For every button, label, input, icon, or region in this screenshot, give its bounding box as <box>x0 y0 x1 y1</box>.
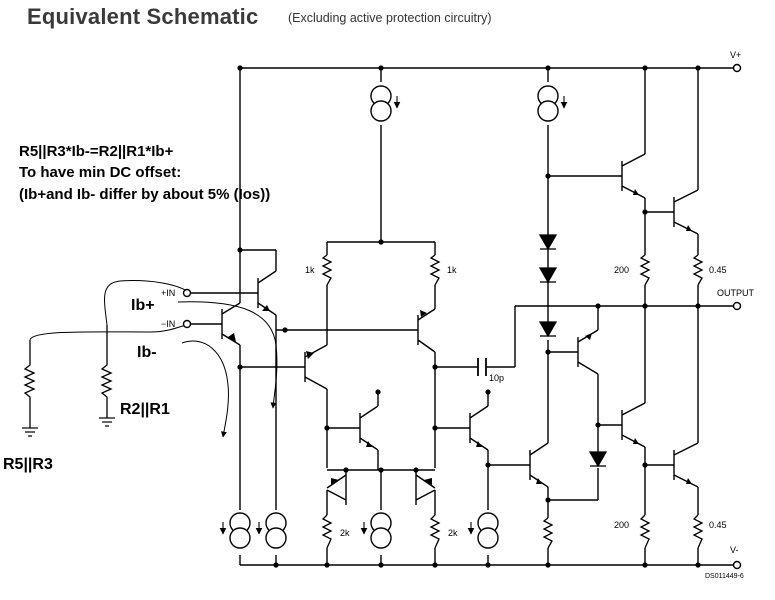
resistors <box>23 254 704 549</box>
label-ib-plus: Ib+ <box>131 297 155 314</box>
label-045-top: 0.45 <box>709 265 727 275</box>
current-sources <box>229 85 559 549</box>
annotation-line-3: (Ib+and Ib- differ by about 5% (Ios)) <box>19 186 271 203</box>
diodes <box>538 234 608 468</box>
label-vplus: V+ <box>730 50 741 60</box>
label-r2-r1: R2||R1 <box>120 401 170 418</box>
capacitor-10p <box>477 358 487 376</box>
terminals <box>182 63 742 570</box>
label-1k-right: 1k <box>447 265 457 275</box>
circuit-wires <box>190 67 733 566</box>
label-1k-left: 1k <box>305 265 315 275</box>
annotation-line-2: To have min DC offset: <box>19 164 182 181</box>
component-labels: V+ V- OUTPUT +IN −IN 1k 1k 200 0.45 200 … <box>161 50 755 580</box>
ground-symbols <box>22 417 115 437</box>
transistor-arrows <box>228 189 692 485</box>
label-r5-r3: R5||R3 <box>3 456 53 473</box>
label-in-plus: +IN <box>161 288 175 298</box>
label-10p: 10p <box>489 373 504 383</box>
label-2k-left: 2k <box>340 528 350 538</box>
page-title: Equivalent Schematic <box>27 4 259 29</box>
label-ds-code: DS011449-6 <box>705 573 744 580</box>
page-subtitle: (Excluding active protection circuitry) <box>288 11 492 25</box>
junction-dots <box>237 65 701 568</box>
label-ib-minus: Ib- <box>137 344 157 361</box>
label-2k-right: 2k <box>448 528 458 538</box>
label-in-minus: −IN <box>161 319 175 329</box>
current-direction-arrows <box>219 96 568 535</box>
label-200-bottom: 200 <box>614 520 629 530</box>
hand-drawn-wires <box>29 280 278 438</box>
label-200-top: 200 <box>614 265 629 275</box>
annotation-line-1: R5||R3*Ib-=R2||R1*Ib+ <box>19 143 174 160</box>
label-vminus: V- <box>730 545 739 555</box>
label-output: OUTPUT <box>717 288 755 298</box>
label-045-bottom: 0.45 <box>709 520 727 530</box>
